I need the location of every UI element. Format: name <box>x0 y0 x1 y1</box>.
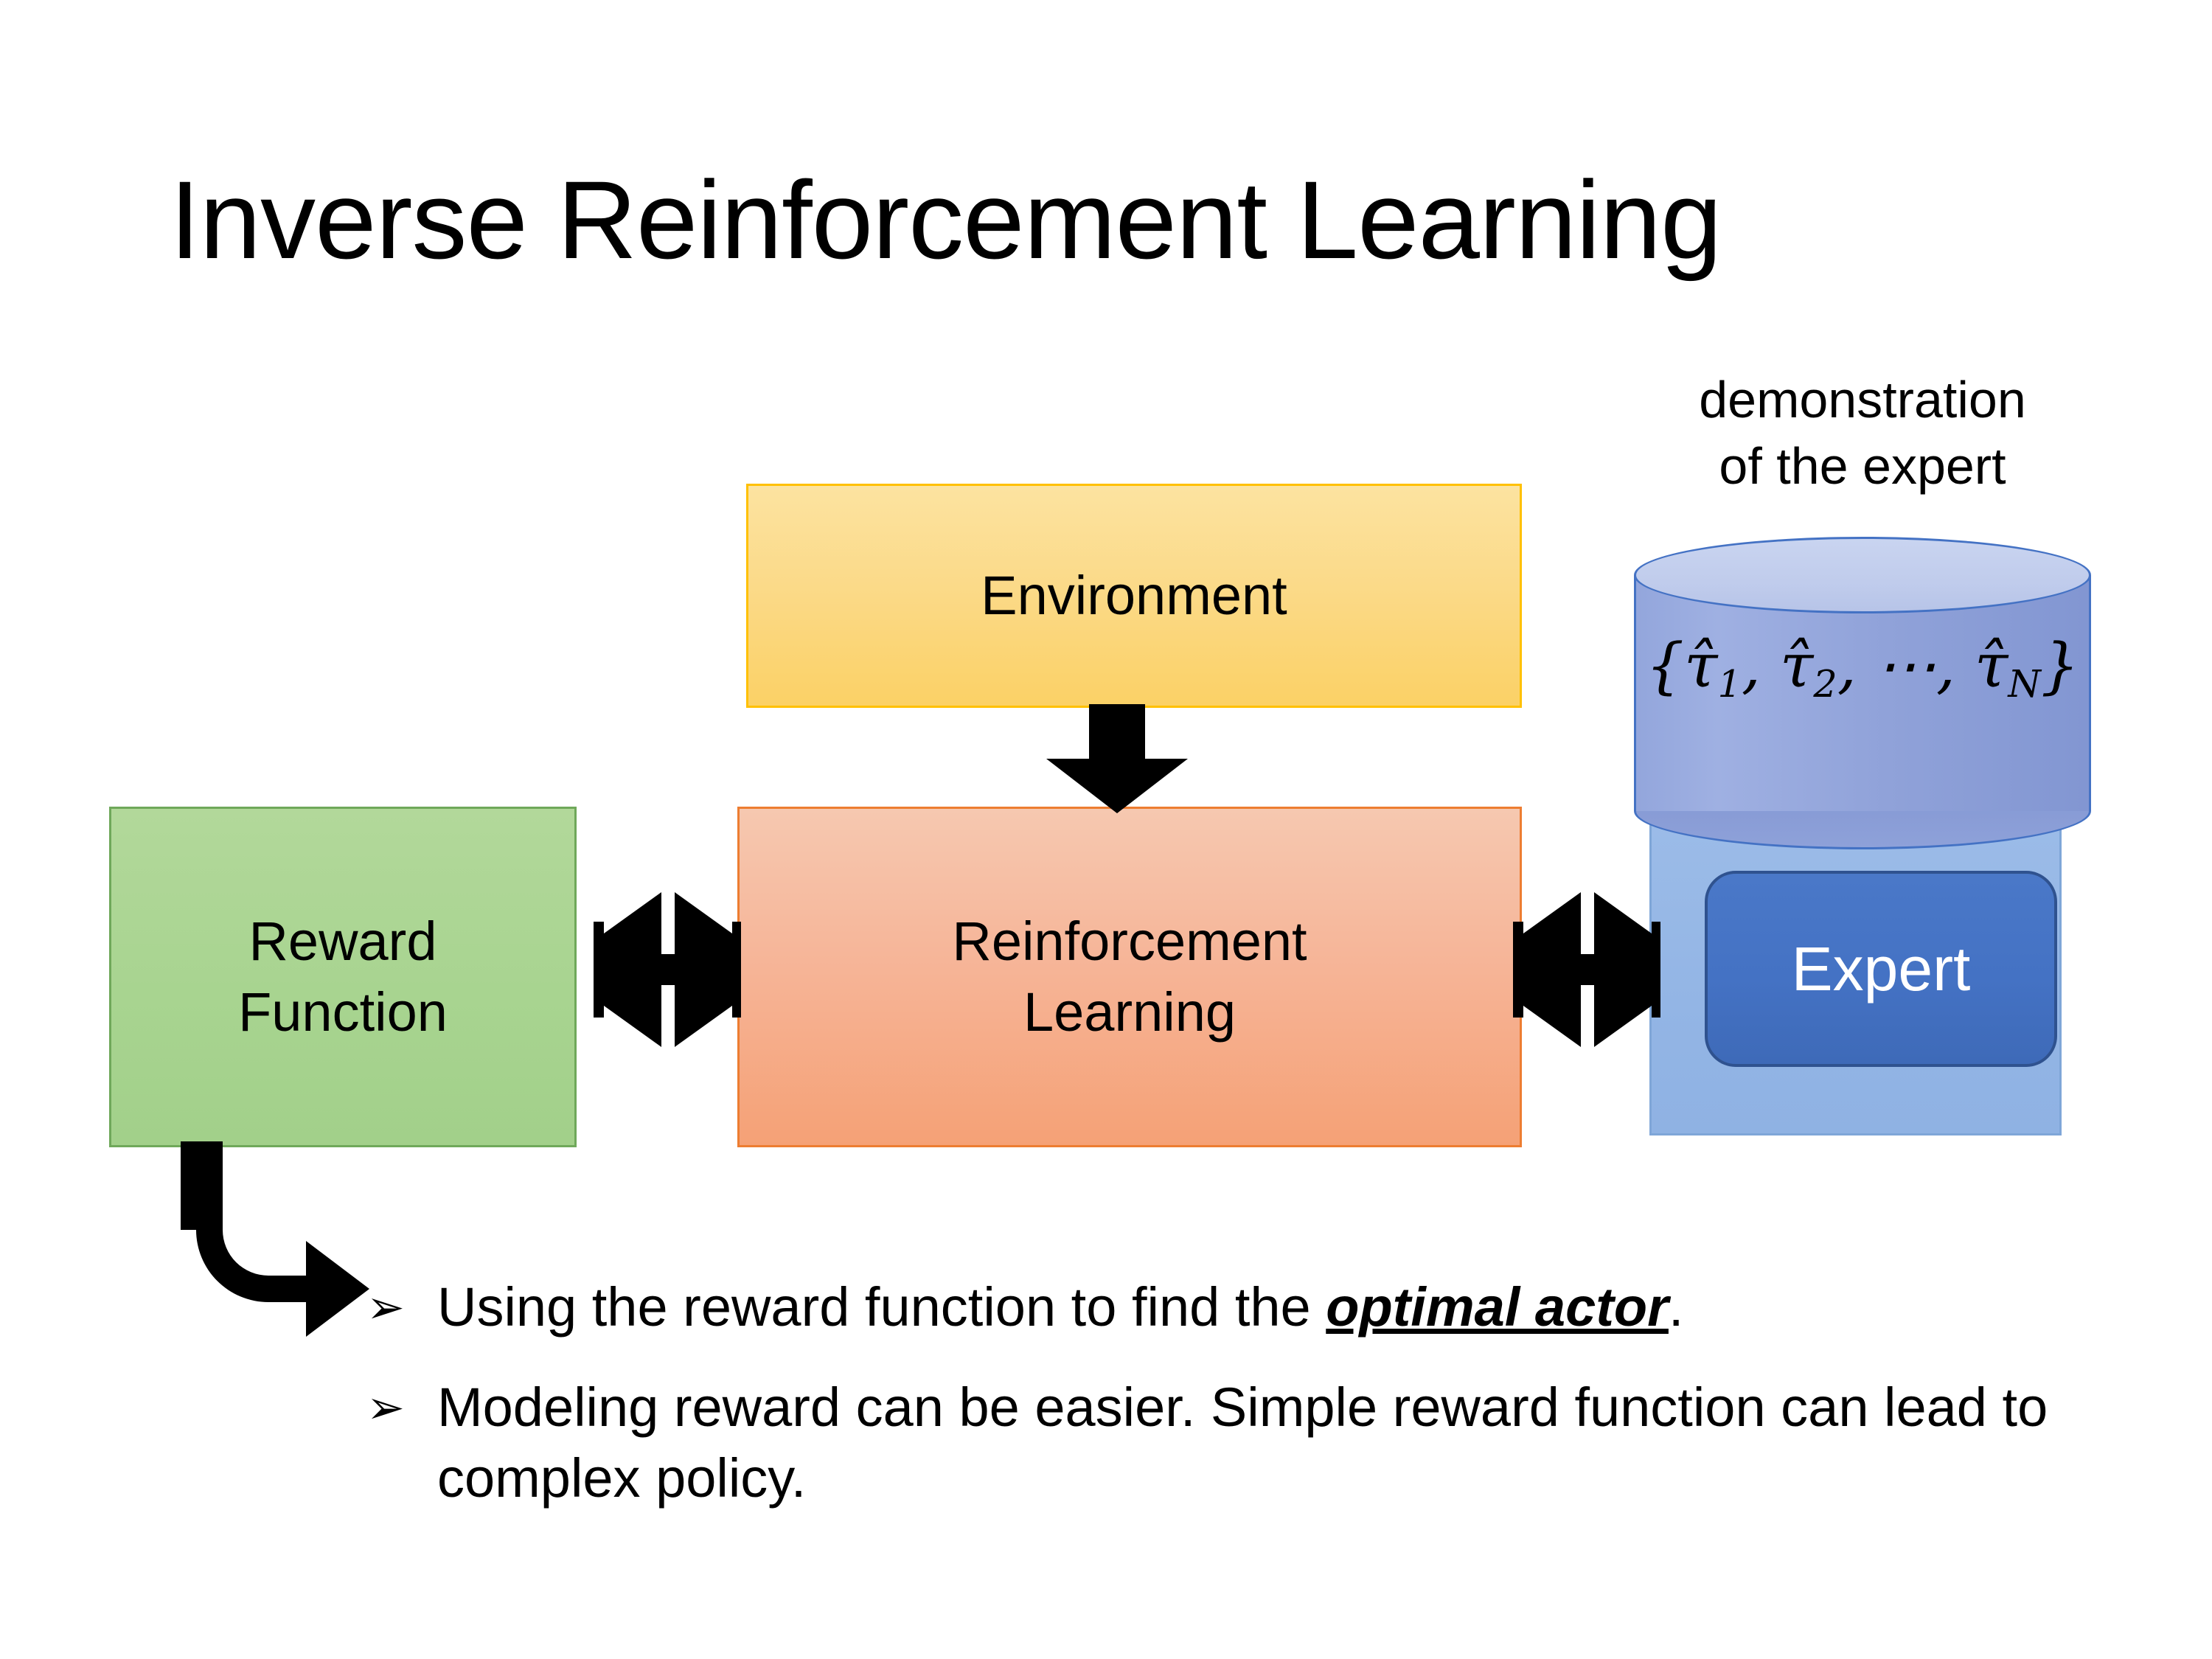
bullet-text: Modeling reward can be easier. Simple re… <box>437 1377 2048 1509</box>
bullet-text-after: . <box>1668 1276 1684 1338</box>
bullet-emphasis: optimal actor <box>1326 1276 1669 1338</box>
bullet-marker-icon: ➢ <box>366 1380 405 1435</box>
bent-arrow-icon <box>181 1141 369 1337</box>
cylinder-top-ellipse <box>1634 537 2091 613</box>
bullet-marker-icon: ➢ <box>366 1280 405 1334</box>
reinforcement-learning-box: Reinforcement Learning <box>737 807 1522 1147</box>
list-item: ➢ Using the reward function to find the … <box>366 1272 2084 1343</box>
reward-function-label-line1: Reward <box>248 910 437 972</box>
reward-function-label-line2: Function <box>238 981 448 1043</box>
reward-function-box-label: Reward Function <box>238 906 448 1048</box>
reward-function-box: Reward Function <box>109 807 577 1147</box>
demonstration-cylinder: {τ̂1, τ̂2, ⋯, τ̂N} <box>1634 537 2091 849</box>
reinforcement-learning-box-label: Reinforcement Learning <box>952 906 1307 1048</box>
environment-box-label: Environment <box>981 564 1287 626</box>
reinforcement-learning-label-line2: Learning <box>1023 981 1236 1043</box>
bullet-text-before: Using the reward function to find the <box>437 1276 1326 1338</box>
down-arrow-icon <box>1046 704 1188 813</box>
trajectory-set-formula: {τ̂1, τ̂2, ⋯, τ̂N} <box>1645 631 2080 706</box>
demonstration-caption-line2: of the expert <box>1719 437 2006 495</box>
reinforcement-learning-label-line1: Reinforcement <box>952 910 1307 972</box>
expert-button-label: Expert <box>1791 933 1971 1004</box>
quad-arrow-icon-left <box>594 892 741 1047</box>
list-item: ➢ Modeling reward can be easier. Simple … <box>366 1372 2084 1514</box>
demonstration-caption-line1: demonstration <box>1699 371 2026 428</box>
environment-box: Environment <box>746 484 1522 708</box>
bullet-list: ➢ Using the reward function to find the … <box>366 1272 2084 1514</box>
expert-button[interactable]: Expert <box>1705 871 2057 1067</box>
quad-arrow-icon-right <box>1513 892 1660 1047</box>
bullet-text: Using the reward function to find the op… <box>437 1272 2084 1343</box>
cylinder-body <box>1634 575 2091 811</box>
page-title: Inverse Reinforcement Learning <box>170 158 1722 282</box>
demonstration-caption: demonstration of the expert <box>1634 367 2091 499</box>
